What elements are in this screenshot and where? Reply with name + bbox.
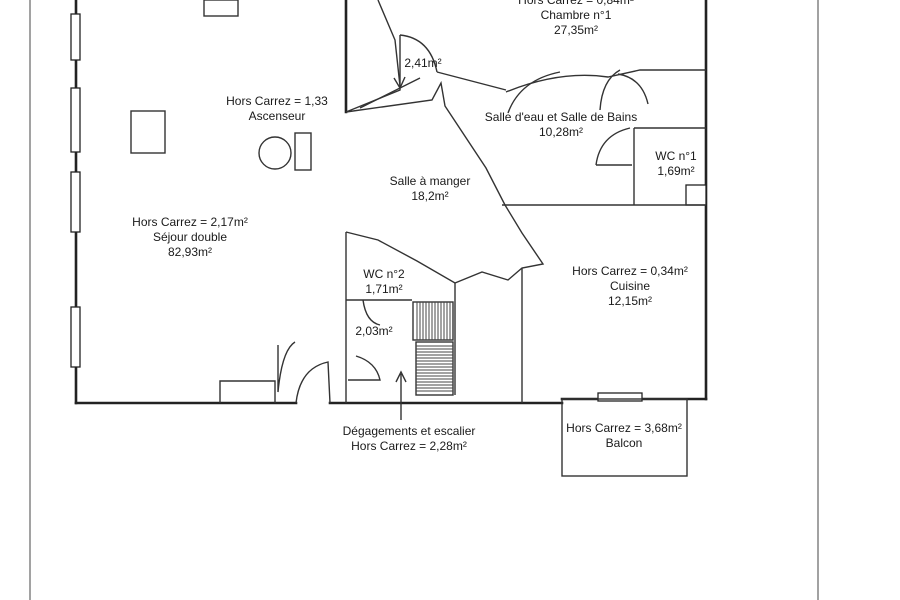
sejour-area: 82,93m² bbox=[167, 245, 213, 259]
pillar-square bbox=[130, 110, 166, 154]
degagements-name: Dégagements et escalier bbox=[342, 424, 476, 438]
stairs-lower bbox=[415, 341, 454, 396]
chambre-area: 27,35m² bbox=[553, 23, 599, 37]
wc1-name: WC n°1 bbox=[655, 149, 697, 163]
balcon-outline bbox=[561, 398, 688, 477]
cuisine-hors-carrez: Hors Carrez = 0,34m² bbox=[572, 264, 688, 278]
room-salle-eau-label: Salle d'eau et Salle de Bains 10,28m² bbox=[485, 110, 637, 140]
salle-eau-arc2 bbox=[599, 69, 621, 111]
debarras-area: 2,03m² bbox=[355, 324, 393, 338]
salle-eau-area: 10,28m² bbox=[538, 125, 584, 139]
cuisine-area: 12,15m² bbox=[607, 294, 653, 308]
room-ascenseur-label: Hors Carrez = 1,33 Ascenseur bbox=[226, 94, 328, 124]
arrow-degagement-head bbox=[395, 370, 407, 383]
room-balcon-label: Hors Carrez = 3,68m² Balcon bbox=[566, 421, 682, 451]
room-chambre-label: Hors Carrez = 0,84m² Chambre n°1 27,35m² bbox=[518, 0, 634, 38]
sejour-door-arc bbox=[277, 341, 296, 393]
salle-eau-arc3 bbox=[617, 73, 649, 105]
wc2-area: 1,71m² bbox=[365, 282, 403, 296]
sejour-name: Séjour double bbox=[152, 230, 228, 244]
salle-manger-area: 18,2m² bbox=[411, 189, 449, 203]
salle-manger-name: Salle à manger bbox=[389, 174, 471, 188]
salle-eau-name: Salle d'eau et Salle de Bains bbox=[484, 110, 638, 124]
window-left-2 bbox=[70, 87, 81, 153]
room-placard-label: 2,41m² bbox=[404, 56, 441, 71]
stair-treads bbox=[416, 302, 453, 392]
room-degagements-label: Dégagements et escalier Hors Carrez = 2,… bbox=[343, 424, 476, 454]
elevator-box bbox=[294, 132, 312, 171]
room-sejour-label: Hors Carrez = 2,17m² Séjour double 82,93… bbox=[132, 215, 248, 260]
entrance-door-arc bbox=[295, 361, 331, 404]
salle-eau-arc1 bbox=[507, 71, 561, 114]
balcon-hors-carrez: Hors Carrez = 3,68m² bbox=[566, 421, 682, 435]
degagement-door bbox=[348, 355, 381, 381]
window-right-wc bbox=[685, 184, 707, 206]
room-wc2-label: WC n°2 1,71m² bbox=[363, 267, 404, 297]
chambre-hors-carrez: Hors Carrez = 0,84m² bbox=[518, 0, 634, 7]
chambre-lower-wall bbox=[436, 71, 507, 91]
wc2-name: WC n°2 bbox=[363, 267, 405, 281]
cuisine-name: Cuisine bbox=[609, 279, 651, 293]
degagements-hors-carrez: Hors Carrez = 2,28m² bbox=[351, 439, 467, 453]
room-salle-manger-label: Salle à manger 18,2m² bbox=[390, 174, 471, 204]
diag-wall bbox=[345, 80, 545, 284]
elevator-drum bbox=[258, 136, 292, 170]
placard-area: 2,41m² bbox=[404, 56, 442, 70]
ascenseur-hors-carrez: Hors Carrez = 1,33 bbox=[226, 94, 328, 108]
room-wc1-label: WC n°1 1,69m² bbox=[655, 149, 696, 179]
wc1-door bbox=[595, 127, 631, 166]
placard-door bbox=[399, 34, 438, 73]
room-cuisine-label: Hors Carrez = 0,34m² Cuisine 12,15m² bbox=[572, 264, 688, 309]
top-pillar bbox=[203, 0, 239, 17]
chambre-name: Chambre n°1 bbox=[540, 8, 612, 22]
arrow-placard bbox=[377, 0, 401, 87]
debarras-door bbox=[362, 299, 381, 326]
salle-eau-top bbox=[505, 69, 706, 93]
window-left-3 bbox=[70, 171, 81, 233]
placard-outline bbox=[345, 35, 401, 113]
wc1-area: 1,69m² bbox=[657, 164, 695, 178]
window-balcon bbox=[597, 392, 643, 402]
placard-diag bbox=[359, 77, 421, 109]
fireplace bbox=[219, 380, 276, 403]
window-left-1 bbox=[70, 13, 81, 61]
sejour-hors-carrez: Hors Carrez = 2,17m² bbox=[132, 215, 248, 229]
room-debarras-label: 2,03m² bbox=[355, 324, 392, 339]
arrow-placard-head bbox=[393, 76, 406, 90]
balcon-name: Balcon bbox=[605, 436, 643, 450]
window-left-4 bbox=[70, 306, 81, 368]
stairs-upper bbox=[412, 301, 454, 341]
ascenseur-name: Ascenseur bbox=[248, 109, 306, 123]
